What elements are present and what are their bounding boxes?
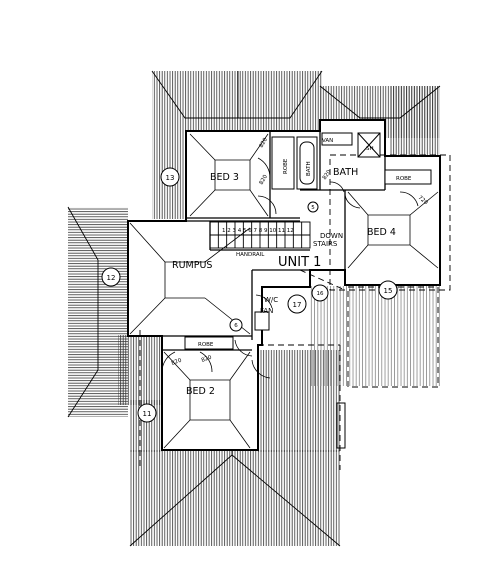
roof-ridges xyxy=(67,70,441,547)
door-swings xyxy=(161,157,419,379)
marker-11: 11 xyxy=(143,410,152,418)
robe-label-bed4: ROBE xyxy=(396,176,412,182)
robe-label-bed2: ROBE xyxy=(198,342,214,348)
door-820-a: 820 xyxy=(259,136,270,149)
marker-15-circle xyxy=(378,280,398,300)
room-labels: BED 3 BATH BED 4 RUMPUS BED 2 UNIT 1 W/C… xyxy=(172,167,396,397)
room-bed3: BED 3 xyxy=(210,172,239,183)
vanity-box xyxy=(321,132,353,146)
bath-fixtures xyxy=(254,132,381,331)
robes xyxy=(184,136,432,350)
room-fan: FAN xyxy=(260,307,273,315)
down-label: DOWN xyxy=(320,232,343,240)
marker-5-circle xyxy=(307,201,319,213)
annotation-labels: HANDRAIL DOWN STAIRS ROBE ROBE ROBE BATH… xyxy=(171,136,429,366)
roof-right-strip xyxy=(390,86,440,156)
marker-labels: 13 12 11 17 16 15 5 6 xyxy=(107,174,393,418)
vanity-label: VAN xyxy=(322,138,333,144)
marker-6: 6 xyxy=(234,323,238,329)
handrail-label: HANDRAIL xyxy=(236,252,265,258)
robe-bed3 xyxy=(271,136,295,190)
room-bed4: BED 4 xyxy=(367,227,396,238)
marker-17-circle xyxy=(287,294,307,314)
stairs xyxy=(209,221,311,249)
door-820-b: 820 xyxy=(259,173,270,186)
plan-title: UNIT 1 xyxy=(278,255,321,270)
marker-13-circle xyxy=(160,167,180,187)
room-bed2: BED 2 xyxy=(186,386,215,397)
marker-12-circle xyxy=(101,267,121,287)
bathtub-inner xyxy=(299,141,315,185)
room-rumpus: RUMPUS xyxy=(172,260,212,271)
marker-5: 5 xyxy=(311,205,315,211)
stair-numbers: 1 2 3 4 5 6 7 8 9 10 11 12 xyxy=(222,228,294,234)
side-deck xyxy=(336,402,346,449)
door-720: 720 xyxy=(417,195,429,207)
markers xyxy=(101,167,398,423)
robe-bed4 xyxy=(384,169,432,185)
bath-fixture-label: BATH xyxy=(306,161,312,176)
walls xyxy=(127,119,441,451)
marker-15: 15 xyxy=(384,287,393,295)
marker-16: 16 xyxy=(317,291,324,297)
door-820-d: 820 xyxy=(171,357,183,366)
toilet-box xyxy=(254,311,270,331)
marker-11-circle xyxy=(137,403,157,423)
roof-right-lower xyxy=(310,286,440,386)
roof-bottom xyxy=(130,450,340,546)
room-bath: BATH xyxy=(333,167,358,178)
room-diagonals xyxy=(129,133,439,449)
door-820-c: 820 xyxy=(322,169,333,181)
roof-top-left xyxy=(152,71,322,131)
marker-13: 13 xyxy=(166,174,175,182)
robe-label-bed3: ROBE xyxy=(283,158,289,174)
room-wc: W/C xyxy=(264,296,278,304)
door-820-e: 820 xyxy=(201,354,213,363)
marker-6-circle xyxy=(229,318,243,332)
marker-12: 12 xyxy=(107,274,116,282)
marker-16-circle xyxy=(311,284,329,302)
marker-17: 17 xyxy=(293,301,302,309)
robe-bed2 xyxy=(184,336,234,350)
stairs-label: STAIRS xyxy=(313,240,338,248)
shower-label: SH xyxy=(366,146,374,152)
